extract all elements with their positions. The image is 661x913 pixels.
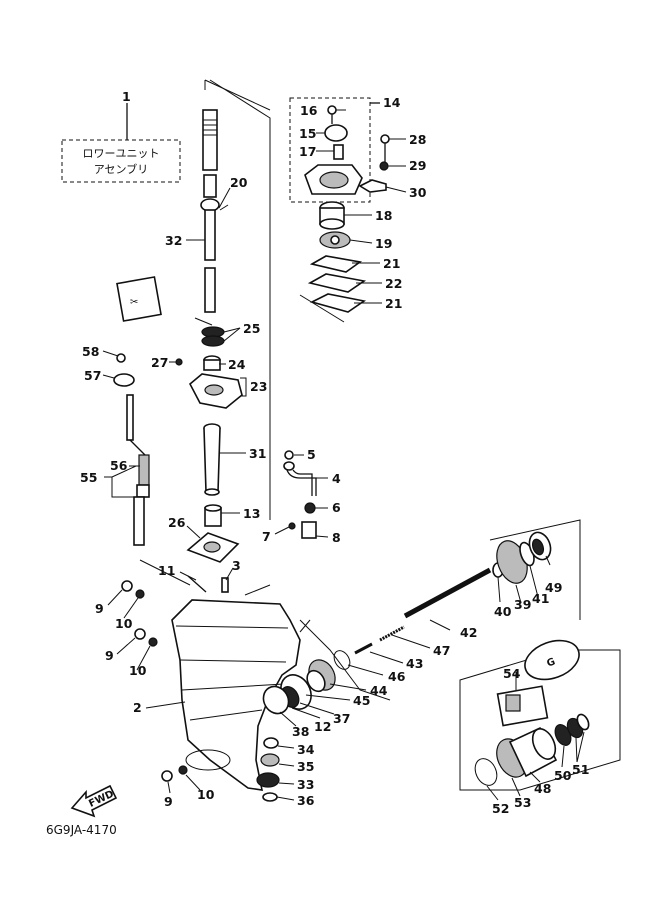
callout: 55 [80, 470, 97, 485]
callout: 9 [105, 648, 114, 663]
callout: 26 [168, 515, 186, 530]
callout: 2 [133, 700, 142, 715]
svg-text:✂: ✂ [130, 297, 138, 308]
assembly-label-line1: ロワーユニット [83, 147, 160, 160]
lower-casing [139, 559, 311, 791]
fwd-arrow-icon: FWD [70, 784, 118, 818]
callout: 17 [299, 144, 316, 159]
callout: 21 [383, 256, 400, 271]
water-tube [203, 423, 221, 496]
leader-lines [102, 109, 585, 801]
callout: 50 [554, 768, 572, 783]
gear-shaft-group [262, 519, 581, 715]
bolts-washers [121, 580, 188, 782]
callout: 33 [297, 777, 314, 792]
callout: 51 [572, 762, 589, 777]
callout: 13 [243, 506, 260, 521]
callout: 18 [375, 208, 392, 223]
callout: 11 [158, 563, 175, 578]
propeller-housing-inset: G [459, 639, 621, 791]
callout: 56 [110, 458, 128, 473]
callout: 7 [262, 529, 271, 544]
callout: 35 [297, 759, 314, 774]
callout: 42 [460, 625, 477, 640]
callout: 32 [165, 233, 182, 248]
callout: 54 [503, 666, 521, 681]
hose-fittings [283, 450, 317, 539]
drive-shaft [200, 79, 271, 313]
callout: 44 [370, 683, 388, 698]
callout: 47 [433, 643, 450, 658]
callout: 21 [385, 296, 402, 311]
callout: 52 [492, 801, 509, 816]
assembly-label-box: ロワーユニット アセンブリ [61, 103, 181, 183]
water-pump-group [289, 97, 390, 323]
callout: 20 [230, 175, 248, 190]
callout: 53 [514, 795, 531, 810]
callout: 22 [385, 276, 402, 291]
callout: 43 [406, 656, 423, 671]
callout: 4 [332, 471, 341, 486]
callout: 40 [494, 604, 512, 619]
callout: 39 [514, 597, 531, 612]
callout: 6 [332, 500, 341, 515]
bottom-seals [256, 737, 280, 802]
callout: 38 [292, 724, 309, 739]
callout: 15 [299, 126, 316, 141]
callout: 46 [388, 669, 406, 684]
callout: 49 [545, 580, 562, 595]
svg-text:G: G [545, 656, 556, 669]
callout: 48 [534, 781, 551, 796]
callout: 31 [249, 446, 266, 461]
callout: 58 [82, 344, 99, 359]
oil-seal-housing [175, 317, 243, 409]
callout: 45 [353, 693, 370, 708]
callout: 28 [409, 132, 426, 147]
callout: 27 [151, 355, 168, 370]
callout: 19 [375, 236, 392, 251]
callout: 24 [228, 357, 246, 372]
callout: 29 [409, 158, 426, 173]
grommet-plate [186, 504, 240, 563]
callout: 10 [129, 663, 147, 678]
callout: 3 [232, 558, 241, 573]
callout: 5 [307, 447, 316, 462]
callout: 30 [409, 185, 427, 200]
callout: 57 [84, 368, 101, 383]
callout: 10 [115, 616, 133, 631]
callout: 1 [122, 89, 131, 104]
callout: 23 [250, 379, 267, 394]
shift-rod: ✂ [113, 276, 162, 546]
callout-numbers: 1 14 16 15 17 28 29 30 20 18 19 32 21 22… [80, 89, 589, 816]
callout: 14 [383, 95, 401, 110]
callout: 8 [332, 530, 341, 545]
callout: 36 [297, 793, 315, 808]
callout: 9 [164, 794, 173, 809]
callout: 25 [243, 321, 260, 336]
callout: 16 [300, 103, 318, 118]
callout: 9 [95, 601, 104, 616]
callout: 41 [532, 591, 549, 606]
callout: 12 [314, 719, 331, 734]
callout: 34 [297, 742, 315, 757]
callout: 37 [333, 711, 350, 726]
part-code: 6G9JA-4170 [46, 823, 117, 837]
assembly-label-line2: アセンブリ [94, 162, 148, 176]
callout: 10 [197, 787, 215, 802]
